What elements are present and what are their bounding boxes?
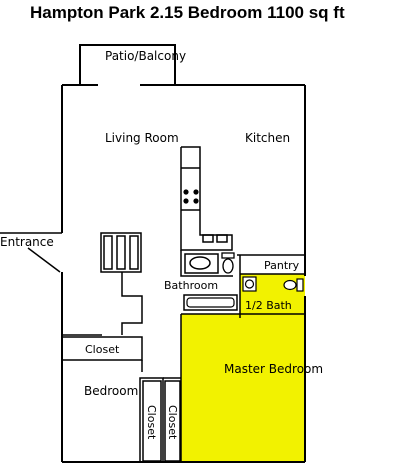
- toilet-icon: [221, 252, 235, 274]
- patio-outline: [79, 44, 176, 85]
- closet-vertical-label-2: Closet: [166, 405, 179, 440]
- highlighted-area: [181, 274, 305, 462]
- master-bedroom-fill: [181, 314, 305, 462]
- entrance-area: Entrance: [0, 232, 62, 273]
- half-bath-sink-icon: [242, 276, 257, 292]
- left-rooms-walls: [62, 272, 143, 372]
- living-room-label: Living Room: [105, 131, 179, 145]
- closet-label: Closet: [85, 343, 120, 356]
- kitchen-counter: [180, 146, 233, 251]
- walls: [61, 44, 306, 463]
- half-bath-label: 1/2 Bath: [245, 299, 292, 312]
- bathtub-icon: [183, 294, 238, 311]
- master-bedroom-label: Master Bedroom: [224, 362, 323, 376]
- entrance-label: Entrance: [0, 235, 54, 249]
- bath-walls: [180, 250, 305, 462]
- kitchen-label: Kitchen: [245, 131, 290, 145]
- bathroom-label: Bathroom: [164, 279, 218, 292]
- pantry-label: Pantry: [264, 259, 300, 272]
- half-bath-toilet-icon: [283, 278, 304, 292]
- bedroom-label: Bedroom: [84, 384, 138, 398]
- hall-closet: [100, 232, 142, 273]
- stove-icon: [183, 189, 199, 204]
- sink-icon: [184, 253, 219, 274]
- closet-vertical-label-1: Closet: [145, 405, 158, 440]
- plan-title: Hampton Park 2.15 Bedroom 1100 sq ft: [30, 3, 345, 22]
- bedroom-closets: [139, 377, 181, 462]
- patio-label: Patio/Balcony: [105, 49, 186, 63]
